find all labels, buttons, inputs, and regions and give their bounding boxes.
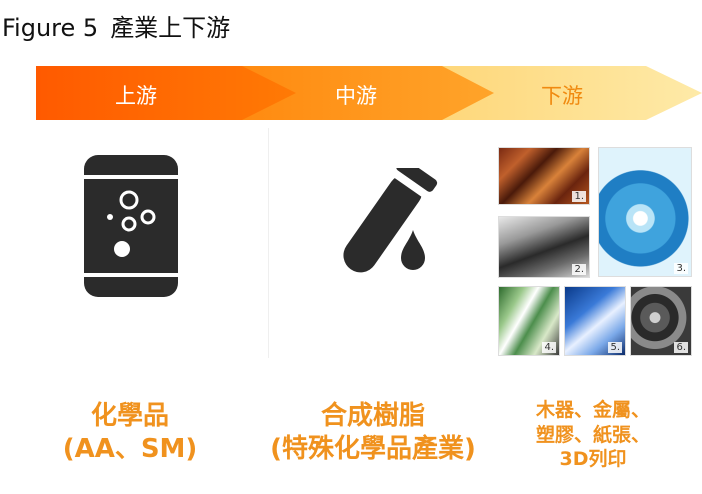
photo-hand-screen: 5.	[564, 286, 626, 356]
caption-midstream: 合成樹脂 (特殊化學品產業)	[248, 400, 498, 465]
photo-number: 5.	[608, 342, 622, 353]
caption-midstream-line1: 合成樹脂	[320, 401, 425, 431]
caption-upstream-line2: (AA、SM)	[62, 433, 198, 464]
caption-downstream-line2: 塑膠、紙張、	[535, 423, 650, 446]
photo-number: 1.	[572, 191, 586, 202]
stage-downstream-label: 下游	[541, 84, 583, 108]
caption-downstream: 木器、金屬、 塑膠、紙張、 3D列印	[508, 398, 678, 472]
stage-midstream-chevron	[238, 66, 494, 120]
value-chain-banner	[36, 66, 702, 120]
figure-label: Figure 5	[2, 14, 99, 42]
photo-paper-rolls: 4.	[498, 286, 560, 356]
figure-title: Figure 5 產業上下游	[2, 8, 230, 43]
figure-title-text: 產業上下游	[110, 14, 231, 42]
photo-number: 3.	[674, 263, 688, 274]
test-tube-icon	[343, 168, 438, 273]
column-divider	[268, 128, 269, 358]
photo-number: 2.	[572, 264, 586, 275]
caption-upstream-line1: 化學品	[90, 401, 169, 431]
stage-upstream-chevron	[36, 66, 296, 120]
stage-midstream-label: 中游	[335, 84, 377, 108]
caption-downstream-line1: 木器、金屬、	[535, 399, 650, 421]
photo-number: 4.	[542, 342, 556, 353]
photo-mechanism: 6.	[630, 286, 692, 356]
stage-downstream-chevron	[438, 66, 702, 120]
caption-midstream-line2: (特殊化學品產業)	[270, 433, 476, 464]
caption-downstream-line3: 3D列印	[559, 448, 627, 471]
stage-upstream-label: 上游	[115, 84, 157, 108]
photo-number: 6.	[674, 342, 688, 353]
photo-metal-plate: 2.	[498, 216, 590, 278]
caption-upstream: 化學品 (AA、SM)	[30, 400, 230, 465]
photo-discs: 3.	[598, 147, 692, 277]
photo-wood-panels: 1.	[498, 147, 590, 205]
chemical-bottle-icon	[84, 155, 178, 297]
